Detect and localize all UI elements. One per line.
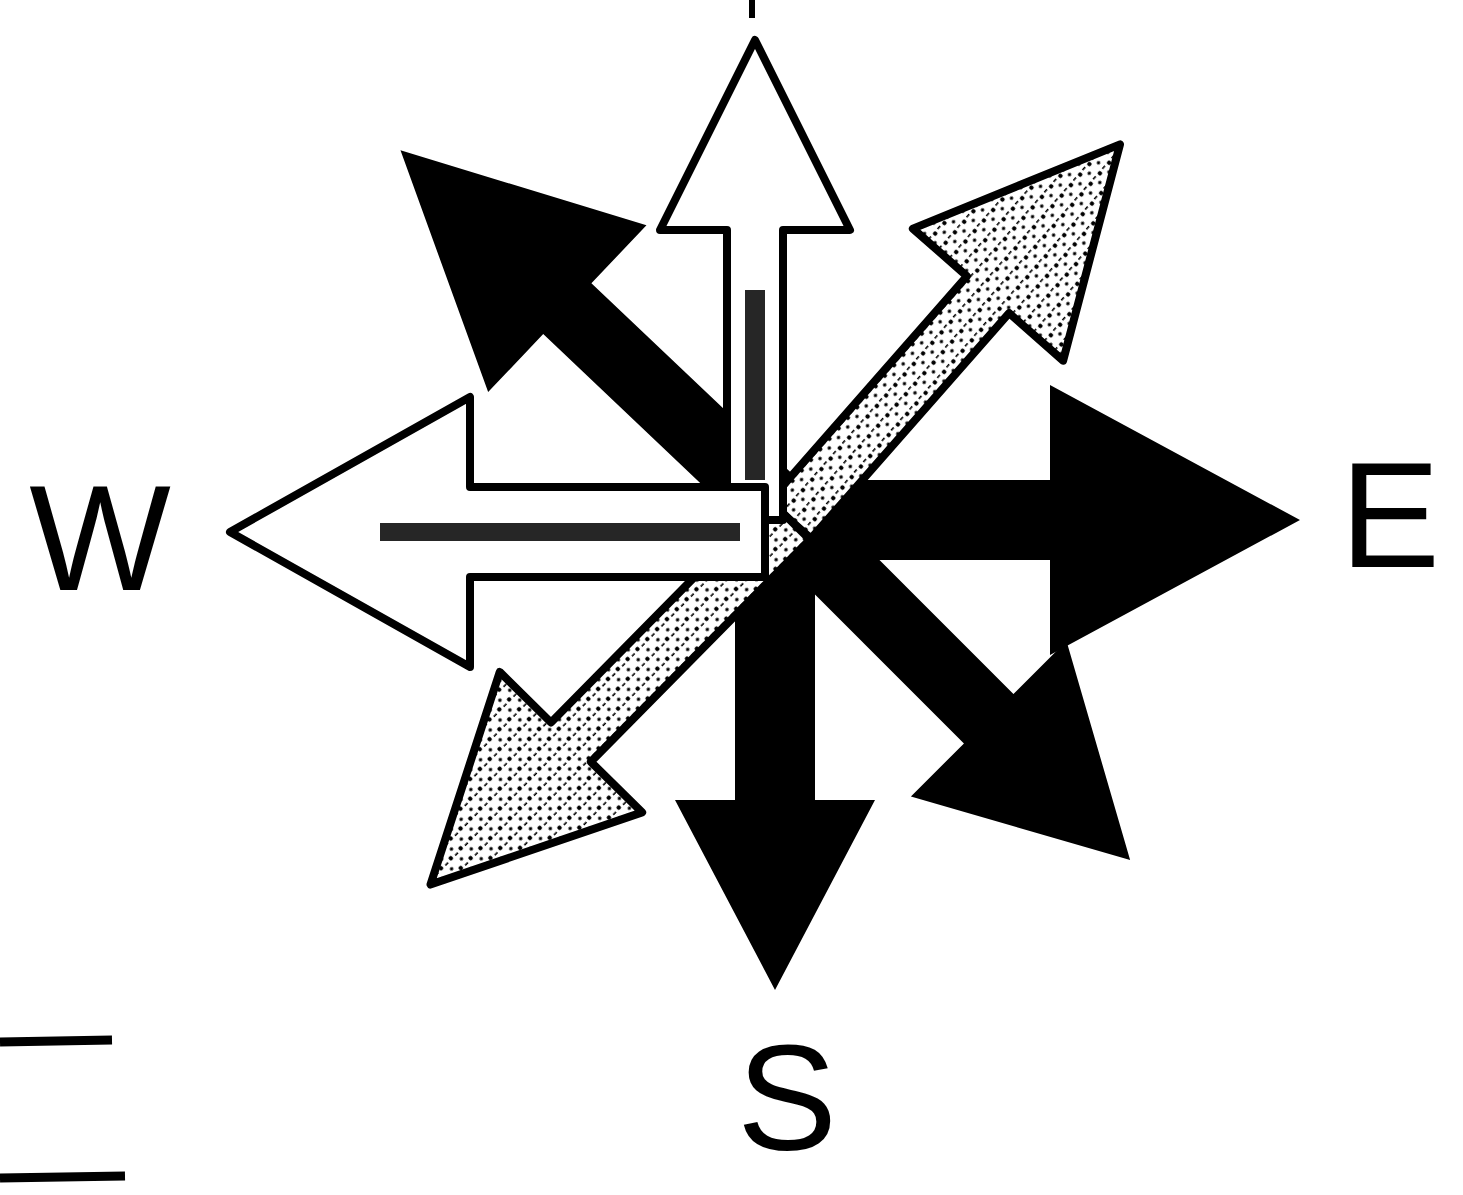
north-arrow [660,40,850,520]
west-arrow [230,397,765,667]
compass-label: E [1340,440,1440,590]
compass-label: W [29,463,171,613]
edge-mark [749,0,755,18]
edge-mark [0,1040,112,1042]
southwest-arrow [359,450,861,955]
compass-label: S [737,1023,837,1173]
edge-mark [0,1176,125,1178]
